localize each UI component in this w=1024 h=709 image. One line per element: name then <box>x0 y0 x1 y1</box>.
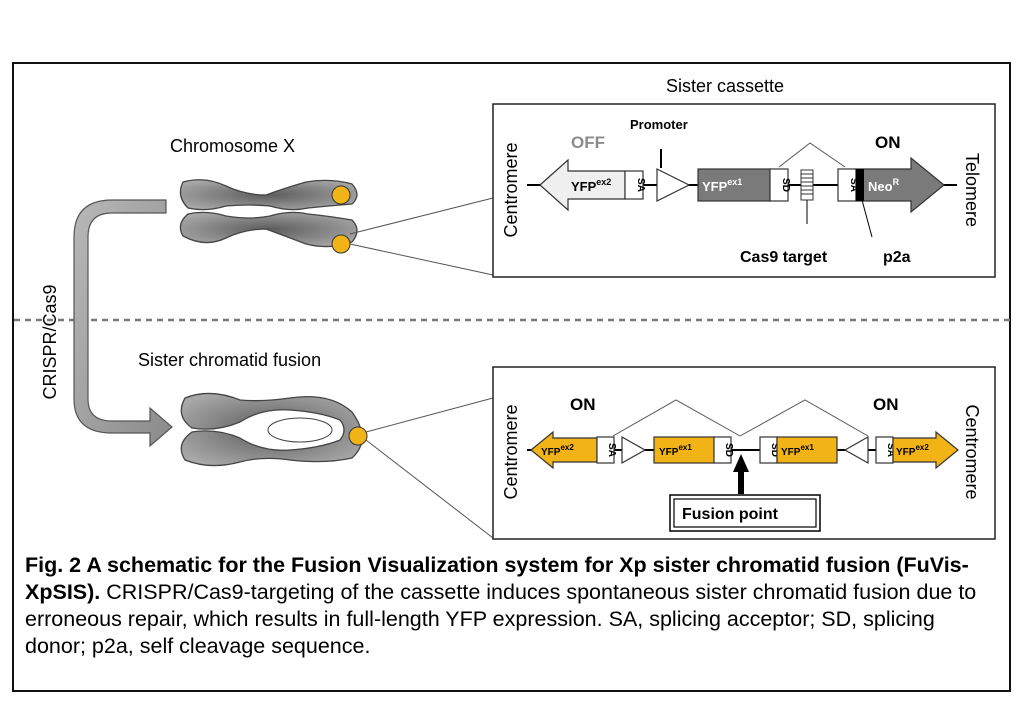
caption-title: Fig. 2 A schematic for the Fusion Visual… <box>25 553 969 604</box>
top-sa-box <box>624 170 644 200</box>
bottom-yfp-ex1-right-label: YFPex1 <box>781 443 814 458</box>
top-sd-label: SD <box>780 178 791 192</box>
figure-caption: Fig. 2 A schematic for the Fusion Visual… <box>25 552 1000 660</box>
bottom-sa-right-label: SA <box>885 443 896 457</box>
top-yfp-ex1-box <box>697 168 771 202</box>
figure-frame <box>12 62 1011 692</box>
fusion-point-box-inner <box>673 498 817 528</box>
promoter-label: Promoter <box>630 117 688 132</box>
bottom-yfp-ex1-left-label: YFPex1 <box>659 443 692 458</box>
sister-cassette-title: Sister cassette <box>666 76 784 96</box>
top-left-end-label: Centromere <box>501 142 521 237</box>
callout-line <box>349 197 494 235</box>
top-sa2-label: SA <box>848 178 859 192</box>
bottom-yfp-ex2-right-label: YFPex2 <box>896 443 929 458</box>
fusion-arrow <box>733 454 749 494</box>
p2a-bar <box>856 169 864 201</box>
callout-line <box>349 243 494 276</box>
callout-line <box>365 397 494 433</box>
bottom-left-end-label: Centromere <box>501 404 521 499</box>
fusion-point-label: Fusion point <box>682 506 779 523</box>
top-neo-arrow <box>855 156 945 214</box>
top-yfp-ex1-label: YFPex1 <box>702 177 742 194</box>
top-yfp-ex2-label: YFPex2 <box>571 177 611 194</box>
bottom-sd-left-box <box>713 436 732 464</box>
cas9-target-label: Cas9 target <box>740 249 828 266</box>
centromere-dot-bottom <box>331 234 351 254</box>
bottom-promoter-left <box>621 435 647 465</box>
chromosome-x-label: Chromosome X <box>170 136 295 156</box>
bottom-sa-left-box <box>596 436 615 464</box>
bottom-promoter-right <box>843 435 869 465</box>
chromosome-x <box>179 179 358 254</box>
bottom-on-left-label: ON <box>570 395 596 414</box>
top-sd-box <box>769 168 789 202</box>
bottom-splice-line-right <box>739 399 869 437</box>
bottom-sd-left-label: SD <box>723 443 734 457</box>
top-neo-label: NeoR <box>868 177 900 194</box>
bottom-sa-left-label: SA <box>606 443 617 457</box>
sister-chromatid-fusion-label: Sister chromatid fusion <box>138 350 321 370</box>
bottom-on-right-label: ON <box>873 395 899 414</box>
bottom-yfp-ex2-left-label: YFPex2 <box>541 443 574 458</box>
bottom-sd-right-label: SD <box>769 443 780 457</box>
bottom-right-end-label: Centromere <box>962 404 982 499</box>
crispr-arrow <box>73 199 173 448</box>
caption-body: CRISPR/Cas9-targeting of the cassette in… <box>25 580 977 658</box>
p2a-label: p2a <box>883 249 911 266</box>
cas9-target-ladder <box>800 169 814 201</box>
centromere-dot-fused <box>348 426 368 446</box>
top-promoter-triangle <box>656 168 691 202</box>
top-splice-line <box>778 142 846 168</box>
top-on-label: ON <box>875 133 901 152</box>
bottom-splice-line-left <box>612 399 741 437</box>
bottom-yfp-ex1-right-box <box>776 436 838 464</box>
bottom-yfp-ex2-right-arrow <box>892 430 959 470</box>
fused-chromosome <box>180 392 368 467</box>
top-right-end-label: Telomere <box>962 153 982 227</box>
top-sa-label: SA <box>635 178 646 192</box>
centromere-dot-top <box>331 185 351 205</box>
callout-line <box>365 439 494 539</box>
crispr-label: CRISPR/Cas9 <box>40 284 60 399</box>
p2a-pointer <box>861 199 873 238</box>
bottom-yfp-ex1-left-box <box>653 436 715 464</box>
top-off-label: OFF <box>571 133 605 152</box>
